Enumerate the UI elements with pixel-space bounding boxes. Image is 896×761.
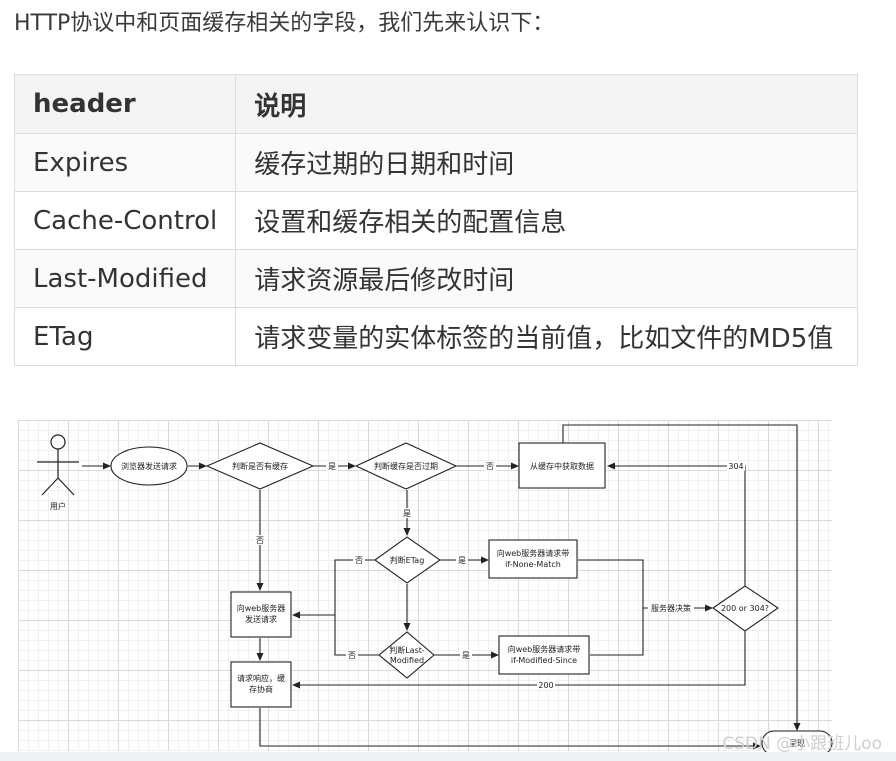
last-modified-label-1: 判断Last-	[389, 645, 425, 655]
req-etag-box	[488, 539, 578, 579]
req-etag-label-2: if-None-Match	[505, 560, 561, 569]
no-label: 否	[348, 651, 356, 660]
expired-label: 判断缓存是否过期	[374, 461, 438, 471]
has-cache-decision	[205, 442, 315, 490]
response-label-2: 存协商	[249, 684, 273, 694]
etag-label: 判断ETag	[390, 555, 425, 565]
cell-header-name: Last-Modified	[13, 249, 237, 308]
req-lm-box	[498, 635, 590, 675]
req-lm-label-1: 向web服务器请求带	[508, 644, 581, 654]
cell-description: 设置和缓存相关的配置信息	[235, 191, 858, 250]
req-lm-label-2: if-Modified-Since	[511, 656, 577, 665]
no-label: 否	[355, 556, 363, 565]
server-decide-label: 服务器决策	[651, 603, 691, 613]
cell-description: 请求资源最后修改时间	[235, 249, 858, 308]
cell-header-name: Cache-Control	[13, 191, 237, 250]
present-label: 呈现	[789, 739, 805, 748]
get-cache-box	[518, 442, 606, 489]
has-cache-label: 判断是否有缓存	[232, 461, 288, 471]
yes-label: 是	[403, 509, 411, 518]
cell-description: 请求变量的实体标签的当前值，比如文件的MD5值	[235, 307, 858, 366]
no-label: 否	[486, 462, 494, 471]
expired-decision	[354, 442, 458, 490]
intro-text: HTTP协议中和页面缓存相关的字段，我们先来认识下：	[14, 11, 555, 36]
status-check-label: 200 or 304?	[721, 604, 769, 613]
yes-label: 是	[462, 651, 470, 660]
status-decision	[712, 585, 779, 632]
col-header-description: 说明	[235, 74, 858, 134]
last-modified-label-2: Modified	[390, 656, 424, 665]
code-304-label: 304	[728, 462, 743, 471]
cache-header-table: header 说明 Expires 缓存过期的日期和时间 Cache-Contr…	[13, 74, 858, 366]
cell-header-name: ETag	[13, 307, 237, 366]
user-label: 用户	[50, 501, 66, 511]
browser-send-node	[110, 446, 188, 486]
user-figure	[37, 434, 79, 496]
get-cache-label: 从缓存中获取数据	[530, 461, 594, 471]
send-web-label-1: 向web服务器	[237, 603, 286, 613]
table-row: Last-Modified 请求资源最后修改时间	[13, 249, 858, 308]
req-etag-label-1: 向web服务器请求带	[497, 548, 570, 558]
yes-label: 是	[458, 556, 466, 565]
col-header-header: header	[13, 74, 237, 134]
last-modified-decision	[378, 631, 435, 679]
etag-decision	[374, 536, 441, 584]
bottom-strip	[0, 752, 896, 761]
browser-send-label: 浏览器发送请求	[121, 461, 177, 471]
response-box	[230, 661, 292, 708]
watermark: CSDN @小跟班儿oo	[722, 734, 882, 754]
table-header-row: header 说明	[13, 74, 858, 134]
send-web-label-2: 发送请求	[245, 614, 277, 624]
no-label: 否	[256, 536, 264, 545]
table-row: Cache-Control 设置和缓存相关的配置信息	[13, 191, 858, 250]
yes-label: 是	[328, 462, 336, 471]
response-label-1: 请求响应，缓	[237, 673, 285, 683]
code-200-label: 200	[538, 681, 553, 690]
table-row: ETag 请求变量的实体标签的当前值，比如文件的MD5值	[13, 307, 858, 366]
cell-header-name: Expires	[13, 133, 237, 192]
send-web-box	[230, 591, 292, 638]
